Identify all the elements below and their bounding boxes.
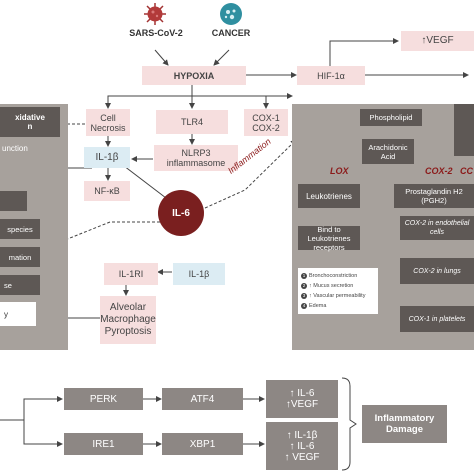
hif-box: HIF-1α	[297, 66, 365, 85]
out2-line2: ↑ IL-6	[289, 440, 315, 452]
effect-item-2: 2↑ Mucus secretion	[301, 283, 354, 289]
xbp1-box: XBP1	[162, 433, 243, 455]
cox2-endothelial-box: COX-2 in endothelial cells	[400, 216, 474, 240]
cox2-lungs-box: COX-2 in lungs	[400, 258, 474, 284]
out2-line3: ↑ VEGF	[284, 451, 320, 463]
cox1-label: COX-1	[252, 112, 280, 123]
output-box-2: ↑ IL-1β ↑ IL-6 ↑ VEGF	[266, 422, 338, 470]
left-item-species: species	[0, 219, 40, 239]
oxidative-title-line2: n	[27, 122, 33, 131]
left-item-mation: mation	[0, 247, 40, 267]
right-edge-box	[454, 104, 474, 156]
left-item-unction: unction	[2, 144, 28, 153]
virus-icon	[143, 2, 167, 26]
cancer-label: CANCER	[211, 28, 251, 38]
effect-item-3: 3↑ Vascular permeability	[301, 293, 366, 299]
arachidonic-box: Arachidonic Acid	[362, 139, 414, 164]
hypoxia-box: HYPOXIA	[142, 66, 246, 85]
phospholipid-box: Phospholipid	[360, 109, 422, 126]
damage-line1: Inflammatory	[374, 413, 435, 424]
nfkb-box: NF-κB	[84, 181, 130, 201]
oxidative-title-box: xidative n	[0, 107, 60, 137]
inflammatory-damage-box: Inflammatory Damage	[362, 405, 447, 443]
tlr4-box: TLR4	[156, 110, 228, 134]
ire1-box: IRE1	[64, 433, 143, 455]
lox-label: LOX	[330, 166, 349, 176]
vegf-box: ↑VEGF	[401, 31, 474, 51]
atf4-box: ATF4	[162, 388, 243, 410]
cox12-box: COX-1 COX-2	[244, 109, 288, 136]
left-box-1	[0, 191, 27, 211]
cancer-cell-icon	[219, 2, 243, 26]
il1b-box-2: IL-1β	[173, 263, 225, 285]
out1-line1: ↑ IL-6	[289, 388, 315, 399]
cc-label: CC	[460, 166, 473, 176]
sars-label: SARS-CoV-2	[129, 28, 183, 38]
cox1-platelets-box: COX-1 in platelets	[400, 306, 474, 332]
oxidative-title-line1: xidative	[15, 113, 45, 122]
cox2-label-right: COX-2	[425, 166, 453, 176]
out2-line1: ↑ IL-1β	[286, 429, 318, 441]
damage-line2: Damage	[386, 424, 423, 435]
prostaglandin-box: Prostaglandin H2 (PGH2)	[394, 184, 474, 208]
out1-line2: ↑VEGF	[285, 399, 319, 410]
perk-box: PERK	[64, 388, 143, 410]
il1b-box: IL-1β	[84, 147, 130, 168]
output-box-1: ↑ IL-6 ↑VEGF	[266, 380, 338, 418]
cell-necrosis-box: Cell Necrosis	[86, 109, 130, 136]
nlrp3-box: NLRP3 inflammasome	[154, 145, 238, 171]
alveolar-box: Alveolar Macrophage Pyroptosis	[100, 296, 156, 344]
il6-node: IL-6	[158, 190, 204, 236]
cox2-label: COX-2	[252, 122, 280, 133]
il1ri-box: IL-1RI	[104, 263, 158, 285]
bind-receptors-box: Bind to Leukotrienes receptors	[298, 225, 360, 252]
left-item-se: se	[0, 275, 40, 295]
left-item-y: y	[0, 302, 36, 326]
leukotrienes-box: Leukotrienes	[298, 184, 360, 208]
